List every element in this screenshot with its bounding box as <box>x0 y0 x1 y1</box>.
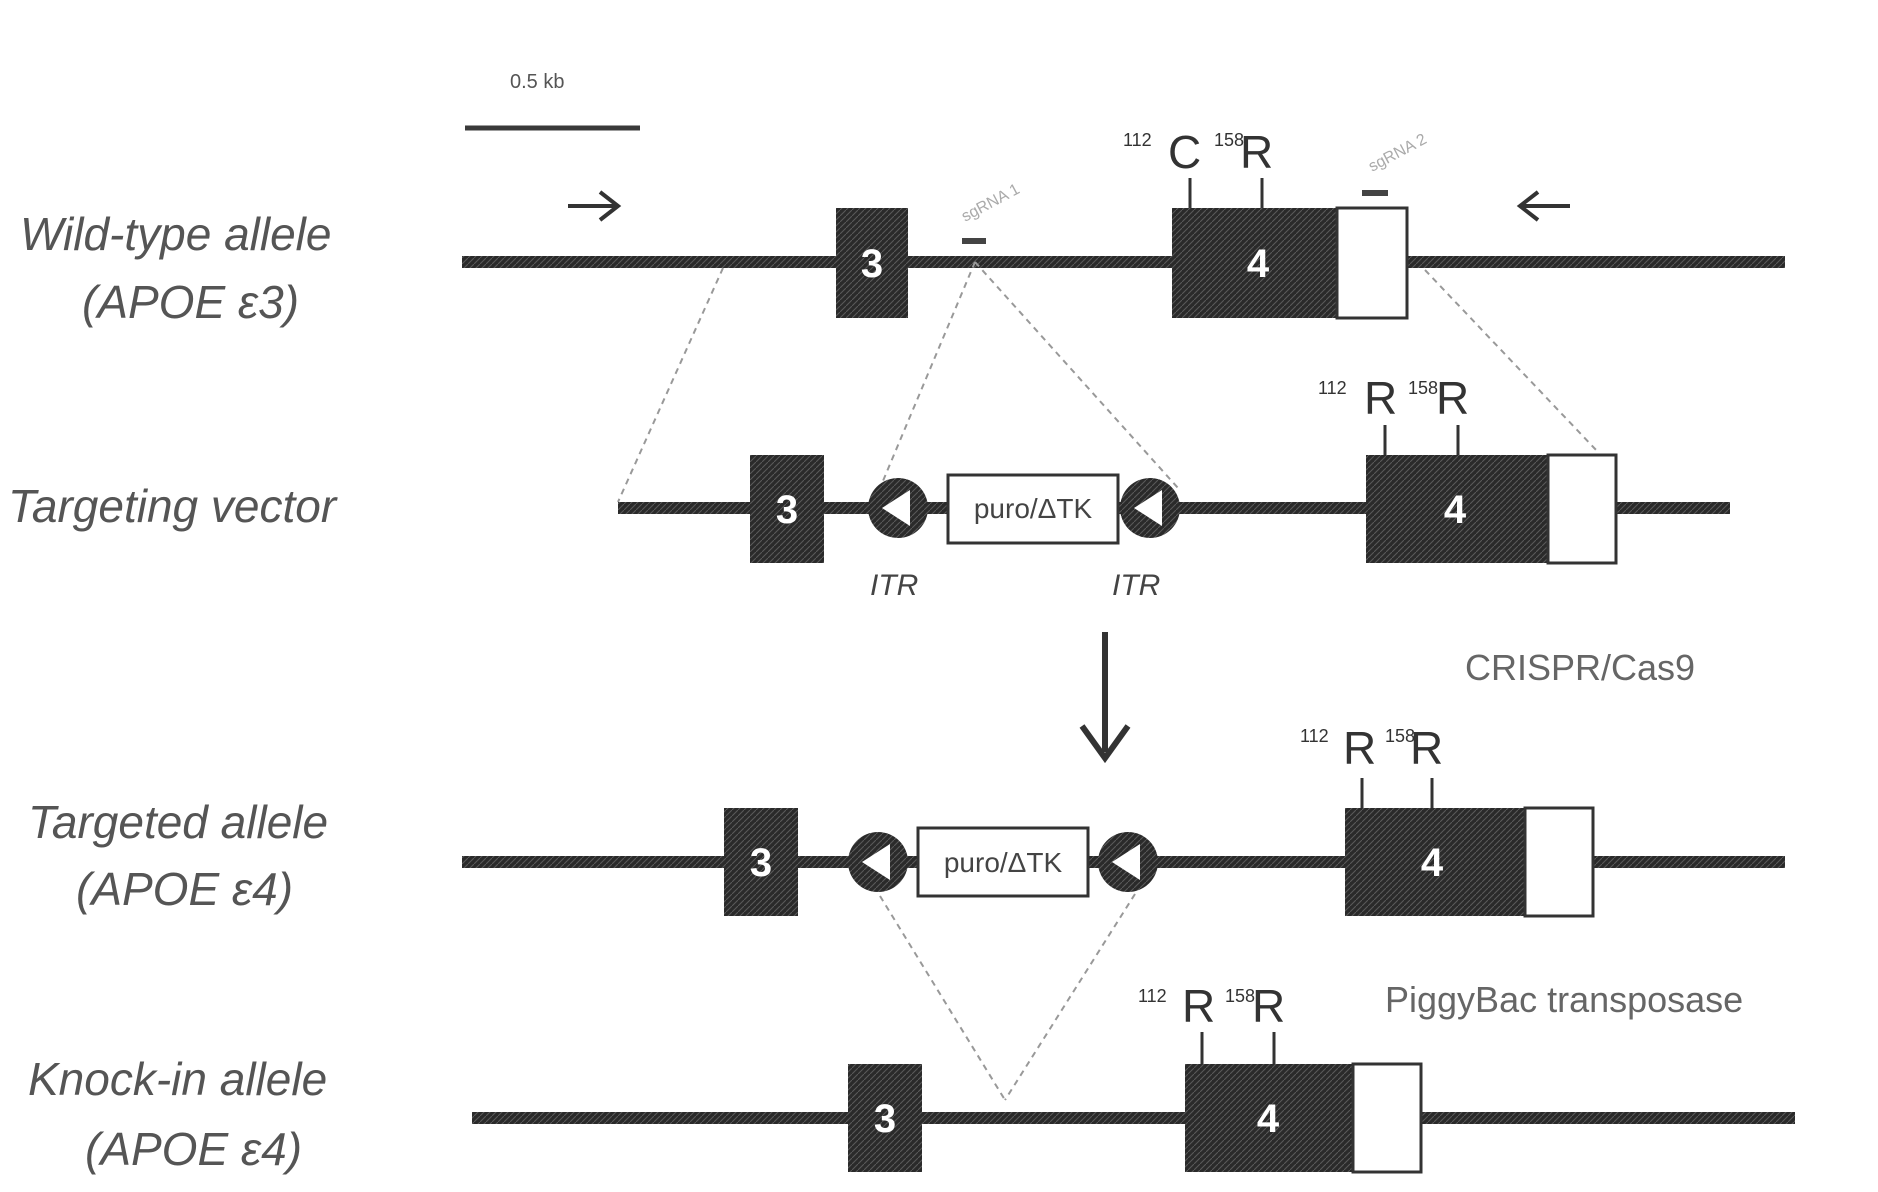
targeted-residue-a: R <box>1343 722 1376 774</box>
targeted-exon-4-utr-box <box>1525 808 1593 916</box>
crispr-cas9-label: CRISPR/Cas9 <box>1465 647 1695 688</box>
targeted-itr-right-icon <box>1098 832 1158 892</box>
sgrna-1-site <box>962 238 986 244</box>
itr-left-label: ITR <box>870 569 918 602</box>
sgrna-2-label: sgRNA 2 <box>1366 131 1430 176</box>
scale-bar: 0.5 kb <box>465 71 640 128</box>
exon-3-label: 3 <box>861 242 883 286</box>
vector-residue-a: R <box>1364 372 1397 424</box>
exon-4-utr-box <box>1337 208 1407 318</box>
targeted-residue-a-number: 112 <box>1300 726 1329 746</box>
targeted-exon-3-label: 3 <box>750 841 772 885</box>
row-label-targeted-1: Targeted allele <box>28 796 328 848</box>
targeted-itr-left-icon <box>848 832 908 892</box>
sgrna-1-label: sgRNA 1 <box>959 181 1023 226</box>
row-label-wild-type-1: Wild-type allele <box>20 208 332 260</box>
row-label-targeting-vector: Targeting vector <box>8 480 338 532</box>
vector-exon-3-label: 3 <box>776 488 798 532</box>
knock-in-exon-3-label: 3 <box>874 1097 896 1141</box>
wt-residue-a-number: 112 <box>1123 130 1152 150</box>
itr-left-icon <box>868 478 928 538</box>
down-arrow-icon <box>1082 632 1128 758</box>
vector-residue-b: R <box>1436 372 1469 424</box>
targeted-allele: 3 puro/ΔTK 4 112 R 158 R <box>462 722 1785 916</box>
knock-in-residue-a-number: 112 <box>1138 986 1167 1006</box>
targeted-residue-b: R <box>1410 722 1443 774</box>
wt-residue-a: C <box>1168 126 1201 178</box>
knock-in-exon-4-label: 4 <box>1257 1097 1280 1141</box>
targeting-vector: 3 ITR puro/ΔTK ITR 4 112 R 158 R <box>618 372 1730 602</box>
vector-residue-a-number: 112 <box>1318 378 1347 398</box>
vector-residue-b-number: 158 <box>1408 378 1438 398</box>
itr-right-label: ITR <box>1112 569 1160 602</box>
vector-exon-4-utr-box <box>1548 455 1616 563</box>
row-label-knock-in-1: Knock-in allele <box>28 1053 327 1105</box>
knock-in-residue-a: R <box>1182 980 1215 1032</box>
vector-exon-4-label: 4 <box>1444 488 1467 532</box>
row-label-knock-in-2: (APOE ε4) <box>85 1123 302 1175</box>
wt-residue-b: R <box>1240 126 1273 178</box>
wild-type-allele: 3 sgRNA 1 4 sgRNA 2 112 C 158 R <box>462 126 1785 318</box>
exon-4-label: 4 <box>1247 242 1270 286</box>
itr-right-icon <box>1120 478 1180 538</box>
targeted-cassette-label: puro/ΔTK <box>944 847 1063 878</box>
primer-forward-arrow-icon <box>568 192 618 220</box>
row-label-wild-type-2: (APOE ε3) <box>82 276 299 328</box>
knock-in-residue-b: R <box>1252 980 1285 1032</box>
knock-in-exon-4-utr-box <box>1353 1064 1421 1172</box>
scale-bar-label: 0.5 kb <box>510 71 564 93</box>
sgrna-2-site <box>1362 190 1388 196</box>
piggybac-transposase-label: PiggyBac transposase <box>1385 979 1743 1020</box>
cassette-label: puro/ΔTK <box>974 493 1093 524</box>
knock-in-residue-b-number: 158 <box>1225 986 1255 1006</box>
targeted-exon-4-label: 4 <box>1421 841 1444 885</box>
row-label-targeted-2: (APOE ε4) <box>76 863 293 915</box>
primer-reverse-arrow-icon <box>1520 192 1570 220</box>
